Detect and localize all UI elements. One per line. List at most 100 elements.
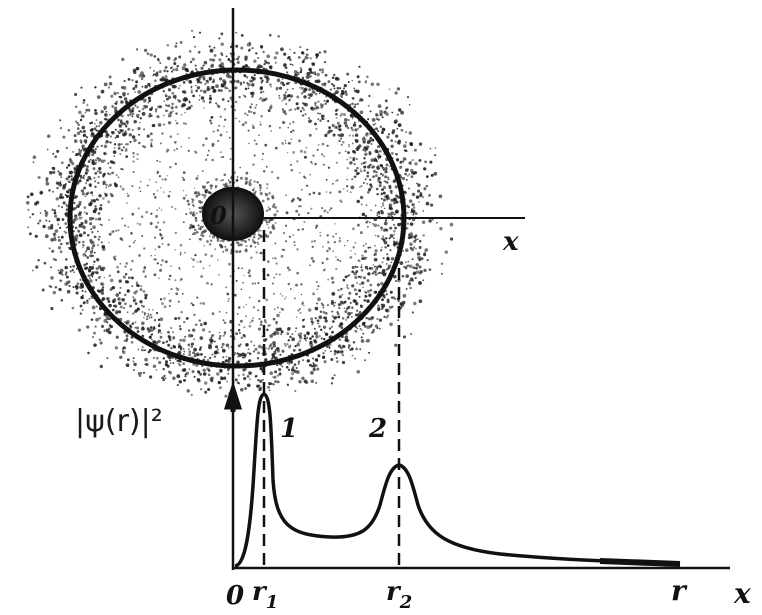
cloud-dot	[85, 255, 87, 257]
cloud-dot	[104, 83, 108, 87]
cloud-dot	[291, 337, 295, 341]
cloud-dot	[226, 356, 228, 358]
cloud-dot	[184, 104, 186, 106]
cloud-dot	[367, 268, 369, 270]
cloud-dot	[348, 119, 350, 121]
cloud-dot	[100, 282, 103, 285]
cloud-dot	[118, 302, 121, 305]
cloud-dot	[300, 69, 302, 71]
cloud-dot	[333, 305, 335, 307]
cloud-dot	[306, 185, 308, 187]
cloud-dot	[106, 321, 108, 323]
cloud-dot	[166, 175, 167, 176]
cloud-dot	[217, 105, 220, 108]
cloud-dot	[238, 329, 240, 331]
cloud-dot	[264, 321, 267, 324]
cloud-dot	[32, 213, 34, 215]
cloud-dot	[260, 86, 263, 89]
cloud-dot	[148, 115, 151, 118]
cloud-dot	[218, 274, 220, 276]
cloud-dot	[266, 187, 268, 189]
cloud-dot	[358, 172, 360, 174]
cloud-dot	[240, 243, 243, 246]
cloud-dot	[27, 195, 30, 198]
cloud-dot	[98, 239, 100, 241]
cloud-dot	[265, 299, 268, 302]
cloud-dot	[304, 113, 306, 115]
cloud-dot	[394, 227, 397, 230]
cloud-dot	[200, 234, 203, 237]
cloud-dot	[353, 176, 355, 178]
cloud-dot	[243, 94, 245, 96]
cloud-dot	[119, 292, 121, 294]
cloud-dot	[171, 71, 173, 73]
cloud-dot	[199, 95, 201, 97]
cloud-dot	[105, 111, 107, 113]
cloud-dot	[352, 143, 354, 145]
cloud-dot	[351, 178, 353, 180]
cloud-dot	[117, 119, 119, 121]
cloud-dot	[132, 152, 135, 155]
cloud-dot	[387, 314, 389, 316]
cloud-dot	[193, 36, 195, 38]
cloud-dot	[50, 238, 54, 242]
cloud-dot	[369, 179, 371, 181]
cloud-dot	[279, 274, 281, 276]
cloud-dot	[308, 117, 310, 119]
cloud-dot	[282, 82, 284, 84]
cloud-dot	[156, 190, 158, 192]
cloud-dot	[134, 240, 136, 242]
cloud-dot	[142, 305, 144, 307]
cloud-dot	[127, 193, 128, 194]
cloud-dot	[382, 270, 385, 273]
cloud-dot	[165, 360, 168, 363]
cloud-dot	[323, 164, 325, 166]
cloud-dot	[78, 111, 82, 115]
cloud-dot	[307, 212, 309, 214]
cloud-dot	[166, 341, 168, 343]
cloud-dot	[134, 85, 137, 88]
cloud-dot	[374, 258, 378, 262]
cloud-dot	[177, 384, 179, 386]
cloud-dot	[307, 57, 309, 59]
cloud-dot	[355, 139, 357, 141]
cloud-dot	[323, 118, 325, 120]
cloud-dot	[115, 346, 118, 349]
cloud-dot	[86, 300, 88, 302]
cloud-dot	[317, 323, 319, 325]
cloud-dot	[147, 315, 150, 318]
cloud-dot	[170, 327, 172, 329]
cloud-dot	[203, 90, 207, 94]
cloud-dot	[144, 363, 146, 365]
cloud-dot	[356, 309, 358, 311]
cloud-dot	[361, 204, 363, 206]
cloud-dot	[163, 297, 166, 300]
cloud-dot	[159, 323, 161, 325]
cloud-dot	[210, 122, 212, 124]
cloud-dot	[182, 177, 184, 179]
cloud-dot	[296, 160, 298, 162]
cloud-dot	[335, 316, 338, 319]
cloud-dot	[113, 150, 117, 154]
cloud-dot	[348, 81, 350, 83]
cloud-dot	[176, 42, 178, 44]
cloud-dot	[351, 307, 353, 309]
cloud-dot	[335, 268, 337, 270]
cloud-dot	[376, 83, 379, 86]
cloud-dot	[143, 290, 146, 293]
cloud-dot	[99, 339, 102, 342]
cloud-dot	[355, 293, 358, 296]
cloud-dot	[415, 212, 418, 215]
cloud-dot	[229, 275, 231, 277]
cloud-dot	[193, 266, 195, 268]
cloud-dot	[222, 79, 225, 82]
cloud-dot	[133, 363, 136, 366]
cloud-dot	[291, 200, 294, 203]
cloud-dot	[145, 211, 148, 214]
cloud-dot	[150, 139, 153, 142]
cloud-dot	[429, 148, 431, 150]
cloud-dot	[412, 172, 415, 175]
cloud-dot	[235, 332, 238, 335]
cloud-dot	[334, 353, 337, 356]
cloud-dot	[53, 291, 56, 294]
